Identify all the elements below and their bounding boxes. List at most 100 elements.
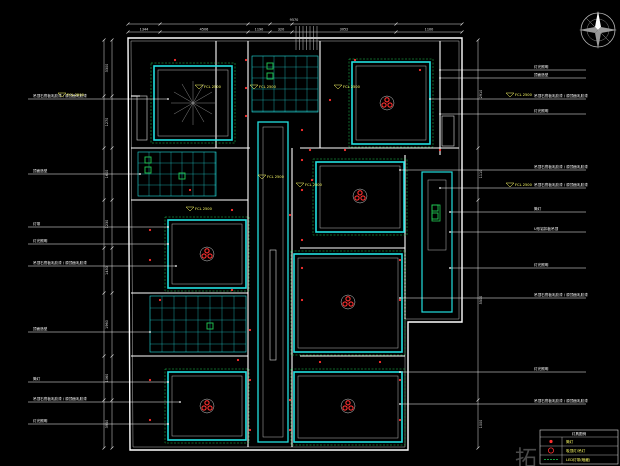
dimension-tick <box>102 291 106 295</box>
vent-fixture <box>144 166 152 174</box>
dimension-tick <box>110 146 114 150</box>
leader-dot <box>167 381 169 383</box>
outer-wall-inner-line <box>130 40 460 448</box>
downlight <box>148 258 152 262</box>
chandelier-lamp <box>342 301 348 307</box>
chandelier-outline <box>340 398 356 414</box>
downlight <box>288 428 292 432</box>
level-tag: FCL 2500 <box>515 183 533 187</box>
level-tag: FCL 2500 <box>343 85 361 89</box>
downlight <box>148 418 152 422</box>
right-label: 灯光照明 <box>534 262 549 267</box>
downlight <box>248 328 252 332</box>
downlight <box>300 188 304 192</box>
chandelier-lamp <box>201 405 207 411</box>
chandelier-outline <box>199 398 215 414</box>
chandelier-lamp <box>348 301 354 307</box>
dimension-tick <box>102 446 106 450</box>
level-marker <box>505 182 515 188</box>
leader-dot <box>429 98 431 100</box>
bathroom-1-tile-ceiling <box>251 55 319 113</box>
downlight <box>244 114 248 118</box>
downlight <box>230 208 234 212</box>
right-label: 灯光照明 <box>534 366 549 371</box>
stair-hatch <box>295 26 318 50</box>
right-label: 灯光照明 <box>534 108 549 113</box>
leader-dot <box>449 211 451 213</box>
legend-title: 灯具图例 <box>572 431 587 436</box>
dimension-tick <box>476 446 480 450</box>
downlight <box>318 360 322 364</box>
leader-dot <box>167 423 169 425</box>
downlight <box>308 148 312 152</box>
tray-inner <box>171 223 243 285</box>
dimension-tick <box>246 30 250 34</box>
tray-inner <box>297 257 399 349</box>
tray-outer <box>293 253 403 353</box>
dimension-tick <box>110 398 114 402</box>
chandelier-lamp <box>207 253 213 259</box>
fan-ray <box>181 102 194 123</box>
dimension-tick <box>394 30 398 34</box>
closet-2 <box>441 115 455 147</box>
living-room-ceiling <box>290 250 406 356</box>
right-label: 吊顶石膏板乳胶漆 / 原顶面乳胶漆 <box>534 164 588 169</box>
left-dimension-text: 1060 <box>105 374 109 383</box>
downlight <box>300 266 304 270</box>
tray-outer <box>167 371 247 441</box>
right-dimension-text: 2910 <box>479 90 483 99</box>
leader-dot <box>167 243 169 245</box>
downlight <box>158 298 162 302</box>
dimension-tick <box>158 30 162 34</box>
dimension-tick <box>460 30 464 34</box>
chandelier-outline <box>352 188 368 204</box>
top-total-dimension: 9570 <box>290 18 299 22</box>
fan-ray <box>192 91 213 104</box>
watermark: 拓 <box>515 447 537 466</box>
corridor-light-box <box>269 249 277 361</box>
fan-ray <box>173 91 194 104</box>
ceiling-fan-decoration <box>171 81 215 125</box>
leader-dot <box>179 401 181 403</box>
bedroom-4-ceiling <box>290 368 406 446</box>
fan-ray <box>173 102 194 115</box>
dimension-tick <box>110 38 114 42</box>
chandelier-5 <box>199 398 215 414</box>
bathroom-2-tile-ceiling <box>137 151 217 197</box>
downlight <box>300 298 304 302</box>
leader-dot <box>439 77 441 79</box>
top-dimension-text: 320 <box>278 28 284 32</box>
top-dimension-text: 1190 <box>255 28 264 32</box>
tray-inner <box>157 69 229 137</box>
tray-outer <box>153 65 233 141</box>
left-dimension-text: 1230 <box>105 220 109 229</box>
dimension-tick <box>268 30 272 34</box>
left-dimension-text: 1430 <box>105 266 109 275</box>
tray-outer <box>315 161 405 233</box>
leader-dot <box>439 69 441 71</box>
right-label: 吊顶石膏板乳胶漆 / 原顶面乳胶漆 <box>534 93 588 98</box>
downlight <box>418 68 422 72</box>
dimension-tick <box>110 446 114 450</box>
dimension-tick <box>268 22 272 26</box>
dimension-tick <box>476 198 480 202</box>
leader-dot <box>399 403 401 405</box>
level-tag: FCL 2500 <box>204 85 222 89</box>
downlight <box>328 98 332 102</box>
left-dimension-text: 3300 <box>105 64 109 73</box>
balcony-inner <box>427 179 447 251</box>
legend-row-3: LED灯带(暗藏) <box>566 457 591 462</box>
level-marker <box>185 206 195 212</box>
leader-dot <box>449 231 451 233</box>
corridor-ceiling-inner <box>262 126 284 438</box>
vent-fixture <box>431 204 439 212</box>
level-marker <box>295 182 305 188</box>
downlight <box>244 58 248 62</box>
north-compass-icon <box>579 11 617 49</box>
vent-fixture <box>431 212 439 220</box>
led-strip <box>348 58 434 148</box>
dimension-tick <box>476 398 480 402</box>
